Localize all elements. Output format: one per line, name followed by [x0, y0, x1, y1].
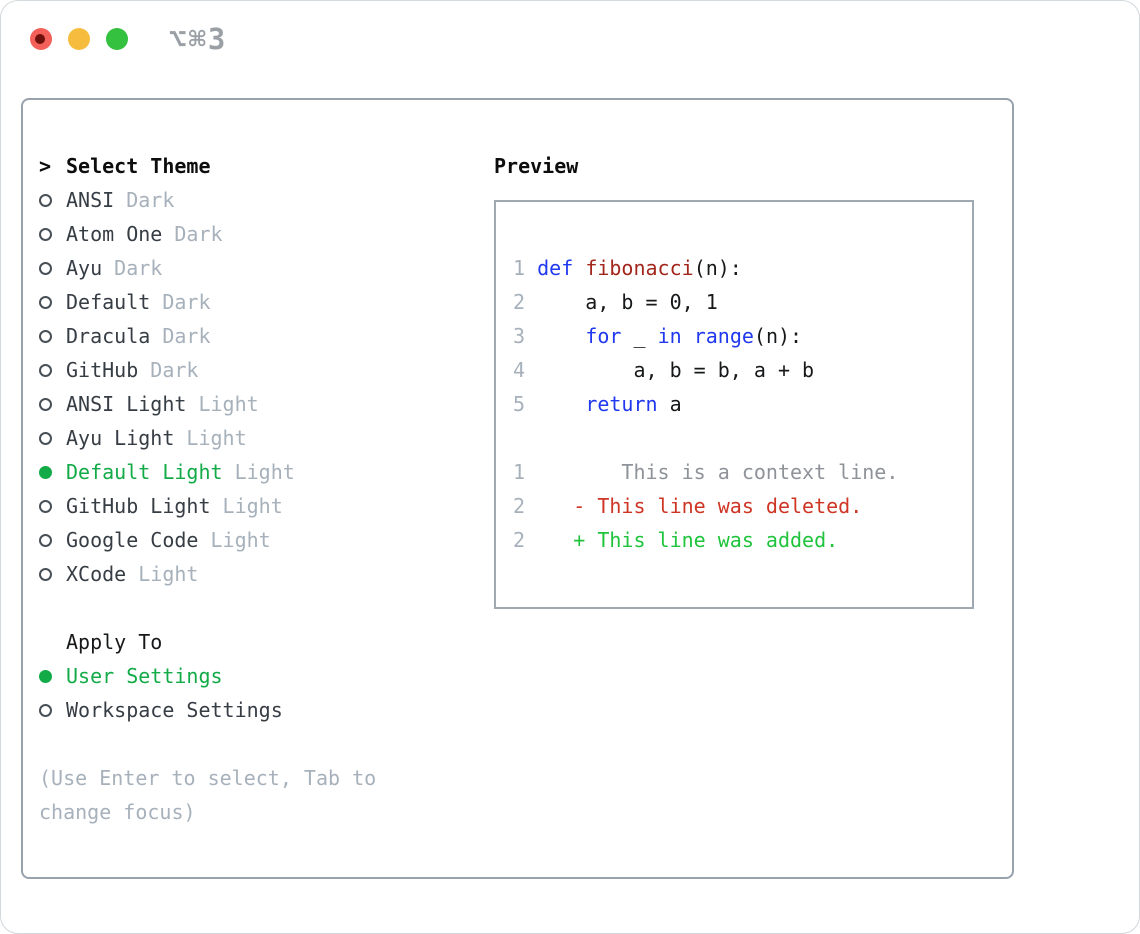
- theme-option-label: Default Light: [66, 460, 223, 484]
- radio-icon: [39, 523, 66, 557]
- theme-option[interactable]: ANSI Light Light: [39, 387, 494, 421]
- theme-variant-label: Light: [210, 494, 283, 518]
- apply-option-label: Workspace Settings: [66, 698, 283, 722]
- line-number: 1: [501, 256, 526, 280]
- theme-option-label: GitHub Light: [66, 494, 211, 518]
- theme-option[interactable]: XCode Light: [39, 557, 494, 591]
- radio-icon: [39, 319, 66, 353]
- line-number: 4: [501, 358, 526, 382]
- radio-icon: [39, 489, 66, 523]
- theme-variant-label: Light: [186, 392, 259, 416]
- theme-option[interactable]: Default Light Light: [39, 455, 494, 489]
- code-line: 4 a, b = b, a + b: [501, 358, 815, 382]
- theme-option[interactable]: Dracula Dark: [39, 319, 494, 353]
- theme-option[interactable]: GitHub Light Light: [39, 489, 494, 523]
- apply-option[interactable]: User Settings: [39, 659, 494, 693]
- theme-variant-label: Light: [198, 528, 271, 552]
- cursor-icon: >: [39, 154, 52, 178]
- radio-icon: [39, 353, 66, 387]
- diff-line: 1 This is a context line.: [501, 460, 899, 484]
- radio-icon: [39, 251, 66, 285]
- theme-option[interactable]: ANSI Dark: [39, 183, 494, 217]
- theme-option[interactable]: Atom One Dark: [39, 217, 494, 251]
- line-number: 2: [501, 290, 526, 314]
- radio-icon: [39, 693, 66, 727]
- diff-line: 2 + This line was added.: [501, 528, 839, 552]
- radio-icon: [39, 421, 66, 455]
- theme-option-label: ANSI Light: [66, 392, 187, 416]
- radio-icon: [39, 183, 66, 217]
- preview-column: Preview 1 def fibonacci(n): 2 a, b = 0, …: [494, 149, 974, 877]
- theme-option-label: Atom One: [66, 222, 163, 246]
- apply-option-label: User Settings: [66, 664, 223, 688]
- line-number: 2: [501, 494, 526, 518]
- zoom-button[interactable]: [106, 28, 128, 50]
- theme-option[interactable]: Ayu Light Light: [39, 421, 494, 455]
- theme-option[interactable]: Google Code Light: [39, 523, 494, 557]
- theme-option-label: Google Code: [66, 528, 199, 552]
- close-dot-icon: [35, 34, 45, 44]
- radio-icon: [39, 387, 66, 421]
- theme-variant-label: Dark: [138, 358, 199, 382]
- theme-variant-label: Dark: [114, 188, 175, 212]
- line-number: 5: [501, 392, 526, 416]
- theme-variant-label: Dark: [162, 222, 223, 246]
- code-line: 3 for _ in range(n):: [501, 324, 803, 348]
- hint-line: change focus): [39, 800, 196, 824]
- hint-text: (Use Enter to select, Tab to change focus…: [39, 761, 494, 829]
- theme-variant-label: Dark: [102, 256, 163, 280]
- apply-to-heading-row: Apply To: [39, 625, 494, 659]
- hint-line: (Use Enter to select, Tab to: [39, 766, 377, 790]
- theme-option-label: Dracula: [66, 324, 151, 348]
- code-line: 5 return a: [501, 392, 682, 416]
- theme-variant-label: Light: [174, 426, 247, 450]
- theme-option-label: Default: [66, 290, 151, 314]
- radio-icon: [39, 217, 66, 251]
- preview-heading: Preview: [494, 154, 579, 178]
- diff-line: 2 - This line was deleted.: [501, 494, 863, 518]
- theme-option-label: XCode: [66, 562, 127, 586]
- code-line: 2 a, b = 0, 1: [501, 290, 718, 314]
- theme-option-label: ANSI: [66, 188, 115, 212]
- radio-selected-icon: [39, 659, 66, 693]
- titlebar: ⌥⌘3: [30, 22, 227, 56]
- window-shortcut-label: ⌥⌘3: [169, 22, 228, 56]
- select-theme-heading-row: > Select Theme: [39, 149, 494, 183]
- theme-option[interactable]: Ayu Dark: [39, 251, 494, 285]
- blank-line: [501, 421, 966, 455]
- line-number: 3: [501, 324, 526, 348]
- theme-option-label: GitHub: [66, 358, 139, 382]
- theme-option[interactable]: Default Dark: [39, 285, 494, 319]
- radio-icon: [39, 285, 66, 319]
- theme-variant-label: Light: [222, 460, 295, 484]
- theme-option-label: Ayu Light: [66, 426, 175, 450]
- theme-variant-label: Dark: [150, 290, 211, 314]
- theme-variant-label: Light: [126, 562, 199, 586]
- minimize-button[interactable]: [68, 28, 90, 50]
- theme-variant-label: Dark: [150, 324, 211, 348]
- radio-icon: [39, 557, 66, 591]
- select-theme-heading: Select Theme: [66, 154, 211, 178]
- apply-to-heading: Apply To: [66, 630, 163, 654]
- radio-selected-icon: [39, 455, 66, 489]
- code-line: 1 def fibonacci(n):: [501, 256, 742, 280]
- line-number: 2: [501, 528, 526, 552]
- preview-box: 1 def fibonacci(n): 2 a, b = 0, 1 3 for …: [494, 200, 974, 609]
- close-button[interactable]: [30, 28, 52, 50]
- theme-option-label: Ayu: [66, 256, 103, 280]
- line-number: 1: [501, 460, 526, 484]
- apply-option[interactable]: Workspace Settings: [39, 693, 494, 727]
- theme-option[interactable]: GitHub Dark: [39, 353, 494, 387]
